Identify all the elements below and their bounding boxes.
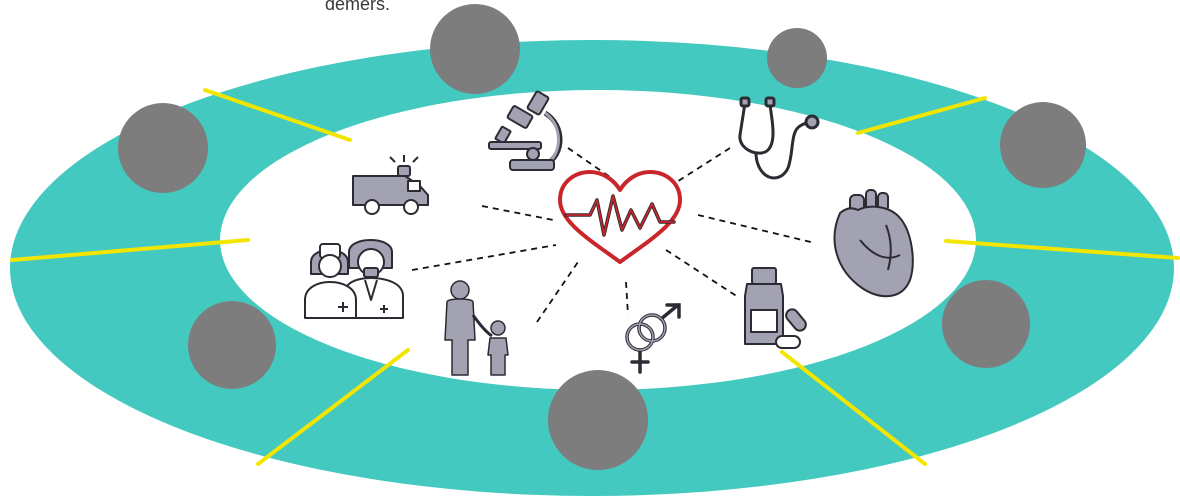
node-circle[interactable] [548,370,648,470]
parent-child-icon [444,280,509,376]
heartbeat-icon [558,170,682,264]
medication-icon [744,267,807,349]
node-circle[interactable] [430,4,520,94]
divider-line [203,88,352,142]
divider-line [10,238,250,262]
medical-staff-icon [304,239,404,319]
connector-line [536,261,579,323]
connector-line [625,281,629,316]
node-circle[interactable] [767,28,827,88]
nodes [118,4,1086,470]
divider-lines [10,88,1180,466]
node-circle[interactable] [188,301,276,389]
node-circle[interactable] [118,103,208,193]
connector-line [665,249,739,298]
node-circle[interactable] [942,280,1030,368]
ambulance-icon [352,155,429,215]
connector-line [567,147,611,178]
caption-text: demers. [325,0,391,14]
gender-symbols-icon [625,303,681,374]
heart-organ-icon [833,189,914,298]
connector-line [671,147,731,186]
divider-line [256,348,410,466]
connector-line [697,214,816,244]
microscope-icon [488,90,563,171]
divider-line [944,239,1180,260]
node-circle[interactable] [1000,102,1086,188]
divider-line [856,96,987,135]
stethoscope-icon [738,96,820,180]
connector-line [411,244,557,271]
connectors [411,147,816,323]
divider-line [780,350,927,466]
connector-line [481,205,554,221]
